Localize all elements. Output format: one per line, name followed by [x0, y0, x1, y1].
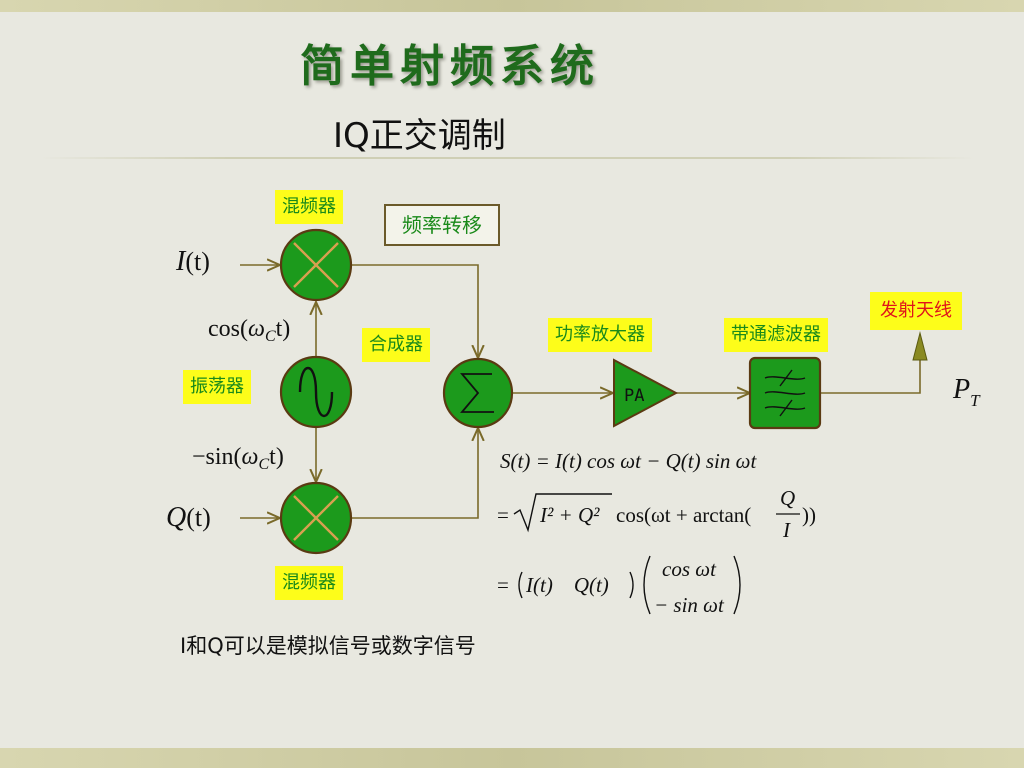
signal-wires	[240, 264, 921, 519]
sine-wave-icon	[298, 367, 334, 417]
wire-filter-to-antenna	[820, 360, 921, 394]
equation-line-3-row: I(t) Q(t)	[525, 573, 609, 597]
output-label: PT	[952, 374, 981, 410]
pa-text: PA	[624, 386, 644, 406]
equation-line-3-eq: =	[497, 573, 509, 597]
oscillator-label: 振荡器	[183, 370, 251, 404]
freq-shift-label: 频率转移	[384, 204, 500, 246]
mixer-top-block	[279, 228, 353, 302]
equation-line-1: S(t) = I(t) cos ωt − Q(t) sin ωt	[500, 449, 757, 473]
power-amp-label: 功率放大器	[548, 318, 652, 352]
sigma-sum-icon	[460, 373, 494, 413]
slide-subtitle: IQ正交调制	[333, 116, 506, 156]
equation-line-2-close: ))	[802, 503, 816, 527]
mixer-top-label: 混频器	[275, 190, 343, 224]
equation-line-2-cos: cos(ωt + arctan(	[616, 503, 751, 527]
slide-title: 简单射频系统	[300, 41, 600, 92]
matrix-left-paren	[643, 555, 651, 615]
wire-bottom-mixer-to-sum	[352, 428, 478, 519]
wire-top-mixer-to-sum	[352, 264, 478, 358]
left-paren	[518, 571, 523, 599]
matrix-right-paren	[733, 555, 741, 615]
antenna-icon	[912, 331, 928, 361]
equation-line-2-root: I² + Q²	[539, 503, 600, 527]
equation-line-3-bot: − sin ωt	[654, 593, 725, 617]
equation-line-3-top: cos ωt	[662, 557, 717, 581]
q-signal-label: Q(t)	[166, 502, 211, 533]
mixer-cross-icon	[293, 495, 339, 541]
sqrt-sign	[513, 493, 612, 533]
right-paren	[629, 571, 634, 599]
equation-line-2-eq: =	[497, 503, 509, 527]
title-rule	[40, 157, 975, 159]
top-band	[0, 0, 1024, 12]
combiner-block	[442, 357, 514, 429]
equation-line-2-num: Q	[780, 486, 795, 510]
equation-line-2-den: I	[782, 518, 791, 542]
antenna-label: 发射天线	[870, 292, 962, 330]
amplifier-triangle-icon	[613, 358, 679, 428]
equations: S(t) = I(t) cos ωt − Q(t) sin ωt = I² + …	[497, 449, 816, 617]
filter-icon	[764, 369, 806, 417]
oscillator-block	[279, 355, 353, 429]
i-signal-label: I(t)	[175, 246, 210, 277]
bandpass-label: 带通滤波器	[724, 318, 828, 352]
sin-carrier-label: −sin(ωCt)	[192, 444, 284, 473]
combiner-label: 合成器	[362, 328, 430, 362]
footnote: I和Q可以是模拟信号或数字信号	[180, 634, 476, 658]
bottom-band	[0, 748, 1024, 768]
power-amp-block: PA	[613, 358, 679, 428]
mixer-bottom-block	[279, 481, 353, 555]
mixer-cross-icon	[293, 242, 339, 288]
filter-block	[748, 356, 822, 430]
mixer-bottom-label: 混频器	[275, 566, 343, 600]
cos-carrier-label: cos(ωCt)	[208, 316, 290, 345]
